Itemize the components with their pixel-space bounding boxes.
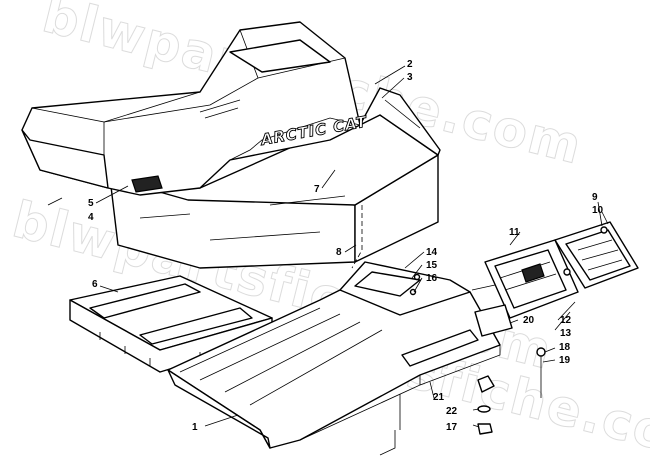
callout-10: 10 — [592, 205, 604, 216]
callout-3: 3 — [407, 72, 413, 83]
seat-cover: ARCTIC CAT — [21, 21, 441, 196]
washer-icon — [477, 405, 491, 413]
gasket — [474, 304, 513, 337]
callout-20: 20 — [523, 315, 535, 326]
callout-14: 14 — [426, 247, 438, 258]
callout-7: 7 — [314, 184, 320, 195]
seat-foam — [109, 114, 439, 269]
callout-16: 16 — [426, 273, 438, 284]
callout-15: 15 — [426, 260, 438, 271]
callout-21: 21 — [433, 392, 445, 403]
callout-8: 8 — [336, 247, 342, 258]
nut-icon — [477, 423, 493, 435]
callout-19: 19 — [559, 355, 571, 366]
callout-1: 1 — [192, 422, 198, 433]
callout-18: 18 — [559, 342, 571, 353]
screw-icon — [563, 268, 571, 276]
leader-lines — [47, 65, 609, 428]
callout-12: 12 — [560, 315, 572, 326]
callout-22: 22 — [446, 406, 458, 417]
tail-light-housing — [471, 239, 579, 319]
callout-2: 2 — [407, 59, 413, 70]
grommet-icon — [536, 347, 546, 357]
callout-6: 6 — [92, 279, 98, 290]
callout-11: 11 — [509, 227, 520, 238]
callouts: 1 2 3 4 5 6 7 8 9 10 11 12 13 14 15 16 1… — [88, 59, 604, 433]
callout-5: 5 — [88, 198, 94, 209]
callout-4: 4 — [88, 212, 94, 223]
callout-9: 9 — [592, 192, 598, 203]
washer-icon — [477, 375, 495, 393]
callout-17: 17 — [446, 422, 458, 433]
tail-light-lens — [554, 221, 639, 289]
screw-icon — [600, 226, 608, 234]
foam-pad — [69, 275, 273, 373]
hardware — [409, 226, 608, 435]
callout-13: 13 — [560, 328, 572, 339]
tail-housing — [167, 261, 501, 456]
